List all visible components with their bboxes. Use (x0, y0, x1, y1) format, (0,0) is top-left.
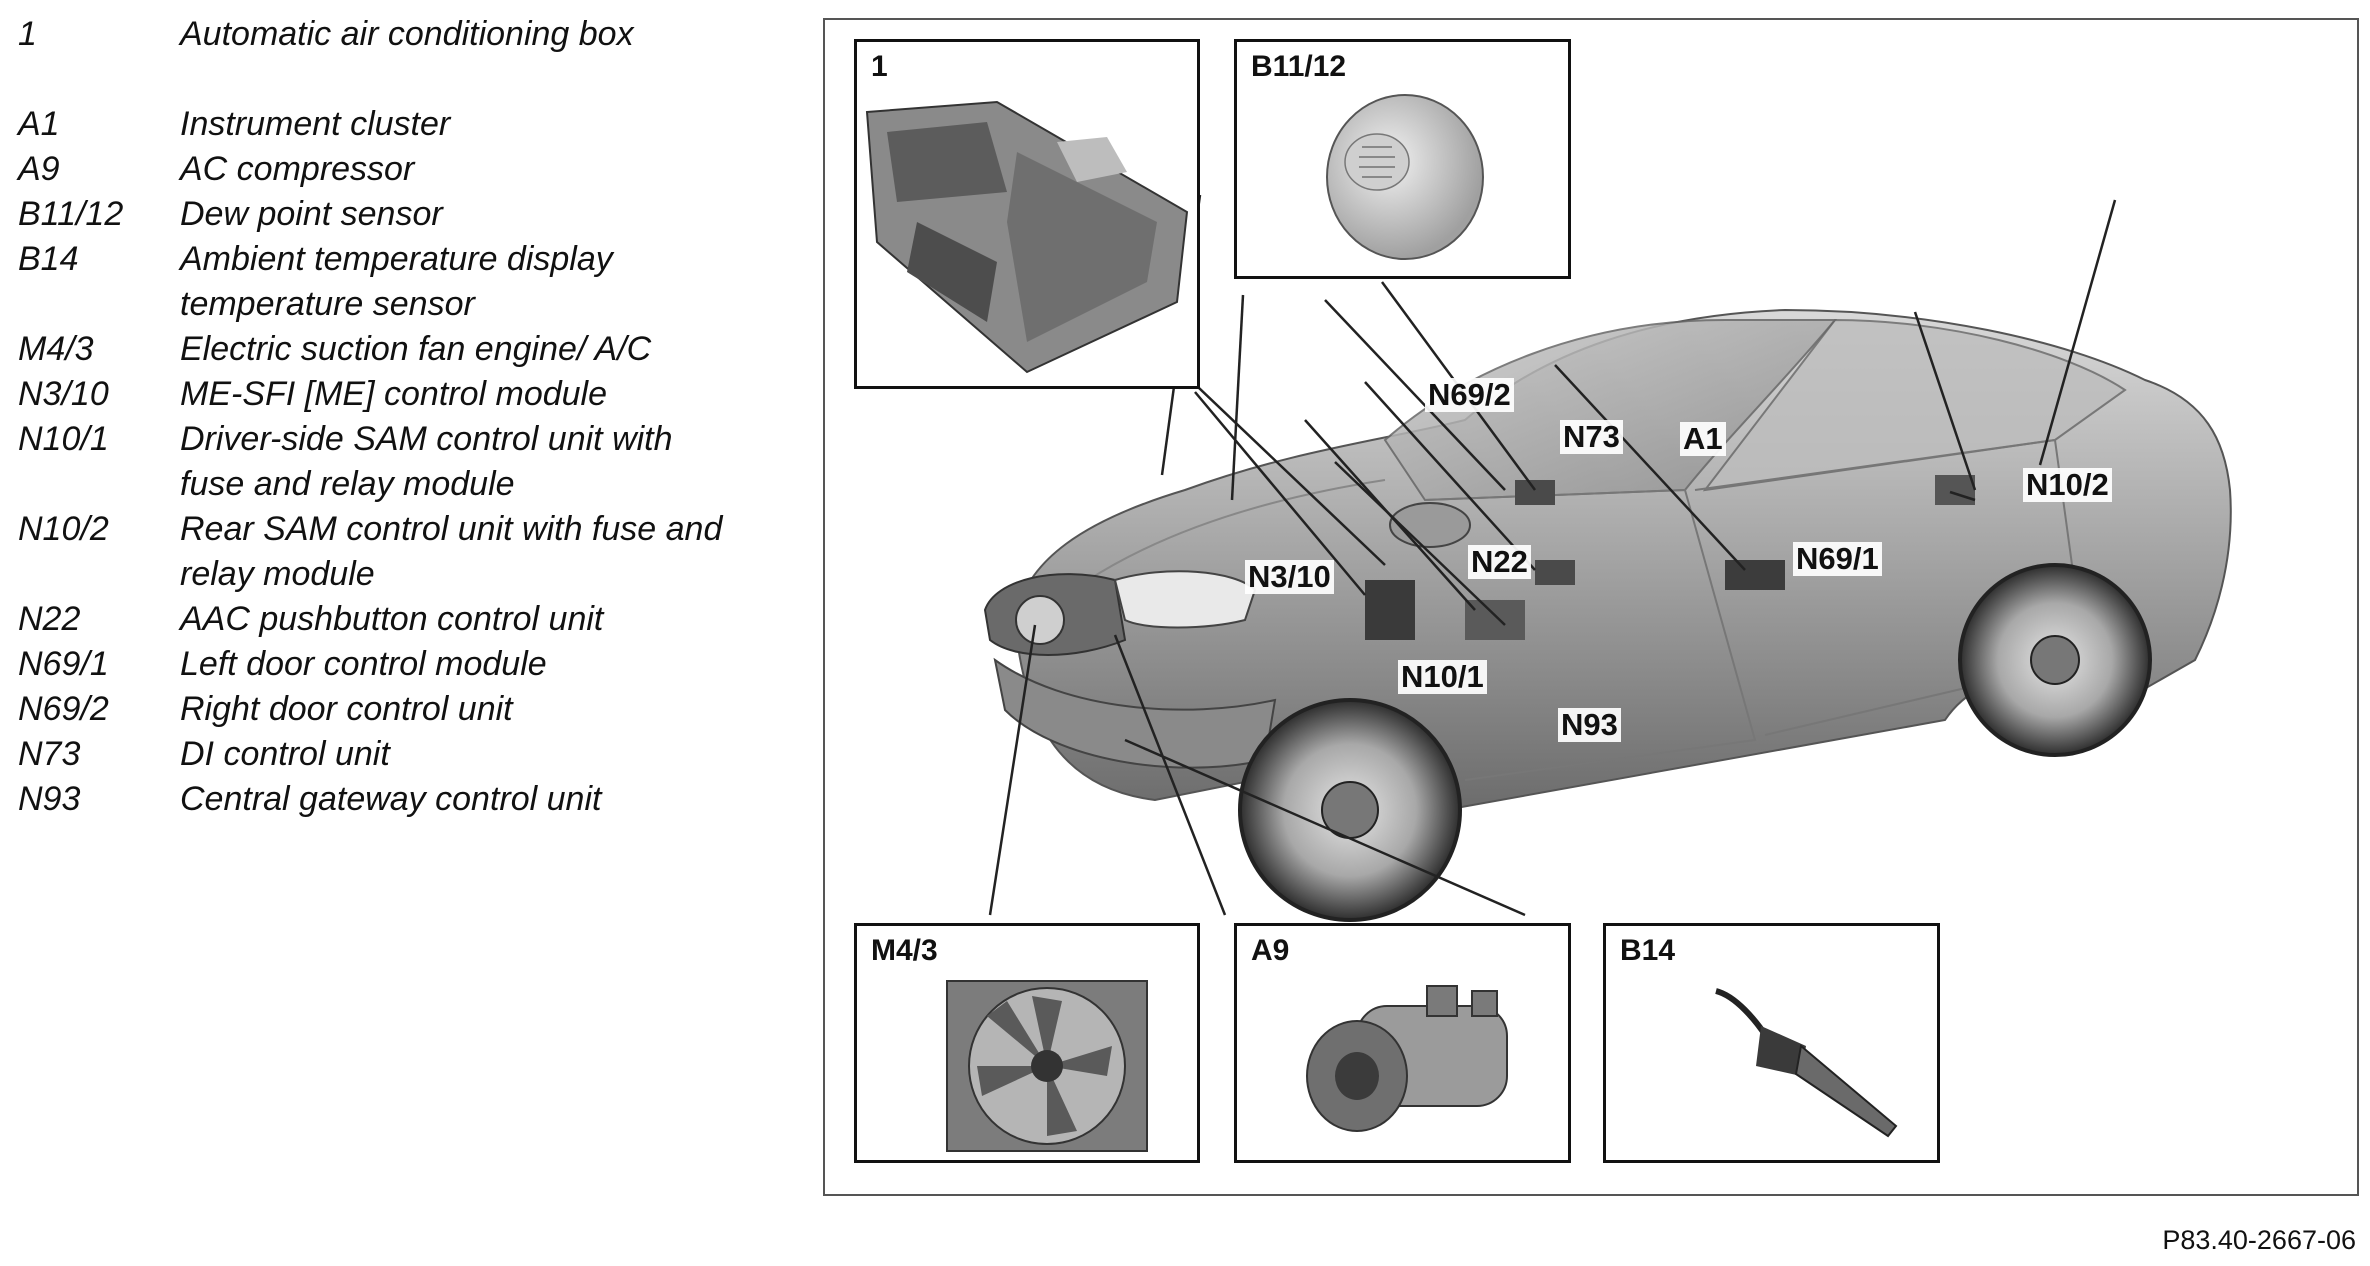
legend-code: N10/1 (18, 420, 109, 458)
n22-module (1535, 560, 1575, 585)
legend-description: AC compressor (180, 150, 415, 188)
ac-compressor-illustration (1306, 985, 1508, 1132)
callout-n93: N93 (1558, 708, 1621, 742)
callout-n10-2: N10/2 (2023, 468, 2112, 502)
suction-fan-illustration (946, 980, 1148, 1152)
rear-wheel-hub (2030, 635, 2080, 685)
callout-n73: N73 (1560, 420, 1623, 454)
callout-n10-1: N10/1 (1398, 660, 1487, 694)
leader-lines (988, 194, 2117, 917)
n73-module (1515, 480, 1555, 505)
legend-code: A9 (18, 150, 60, 188)
legend-description: Driver-side SAM control unit with fuse a… (180, 420, 673, 503)
inset-label: A9 (1251, 934, 1290, 967)
legend-code: A1 (18, 105, 60, 143)
car-emblem (1015, 595, 1065, 645)
legend-description: AAC pushbutton control unit (180, 600, 604, 638)
inset-suction-fan: M4/3 (854, 923, 1200, 1163)
inset-dew-point-sensor: B11/12 (1234, 39, 1571, 279)
legend-description: Dew point sensor (180, 195, 443, 233)
legend-code: N69/2 (18, 690, 109, 728)
inset-label: B14 (1620, 934, 1676, 967)
inset-label: B11/12 (1251, 50, 1347, 83)
legend-code: N93 (18, 780, 81, 818)
ac-box-illustration (865, 100, 1189, 374)
legend-description: Central gateway control unit (180, 780, 602, 818)
vehicle-component-figure: 1 B11/12 (823, 18, 2359, 1196)
legend-code: N22 (18, 600, 81, 638)
inset-label: 1 (871, 50, 888, 83)
legend-code: N73 (18, 735, 81, 773)
callout-n69-2: N69/2 (1425, 378, 1514, 412)
n3-10-module (1365, 580, 1415, 640)
legend-code: N3/10 (18, 375, 109, 413)
inset-label: M4/3 (871, 934, 938, 967)
legend-description: Right door control unit (180, 690, 513, 728)
legend-code: M4/3 (18, 330, 94, 368)
n10-1-module (1465, 600, 1525, 640)
inset-ac-box: 1 (854, 39, 1200, 389)
legend-description: Instrument cluster (180, 105, 451, 143)
car-headlight (1113, 570, 1257, 629)
callout-n22: N22 (1468, 545, 1531, 579)
door-outline (1694, 438, 2087, 736)
temperature-sensor-illustration (1715, 988, 1898, 1138)
dew-point-sensor-illustration (1326, 94, 1484, 260)
legend-description: DI control unit (180, 735, 390, 773)
legend-code: 1 (18, 15, 37, 53)
inset-ac-compressor: A9 (1234, 923, 1571, 1163)
callout-a1: A1 (1680, 422, 1726, 456)
legend-description: Left door control module (180, 645, 547, 683)
legend-code: N10/2 (18, 510, 109, 548)
callout-n69-1: N69/1 (1793, 542, 1882, 576)
car-illustration (983, 194, 2232, 922)
legend-code: B11/12 (18, 195, 124, 233)
legend-description: Electric suction fan engine/ A/C (180, 330, 652, 368)
legend-description: ME-SFI [ME] control module (180, 375, 608, 413)
n10-2-module (1935, 475, 1975, 505)
inset-ambient-temp-sensor: B14 (1603, 923, 1940, 1163)
legend-description: Rear SAM control unit with fuse and rela… (180, 510, 723, 593)
legend-code: N69/1 (18, 645, 109, 683)
legend-code: B14 (18, 240, 79, 278)
n69-1-module (1725, 560, 1785, 590)
car-side-window (1702, 318, 2127, 492)
legend-description: Automatic air conditioning box (180, 15, 634, 53)
figure-reference-code: P83.40-2667-06 (2162, 1225, 2356, 1255)
callout-n3-10: N3/10 (1245, 560, 1334, 594)
legend-description: Ambient temperature display temperature … (180, 240, 613, 323)
car-bumper (993, 657, 1277, 769)
